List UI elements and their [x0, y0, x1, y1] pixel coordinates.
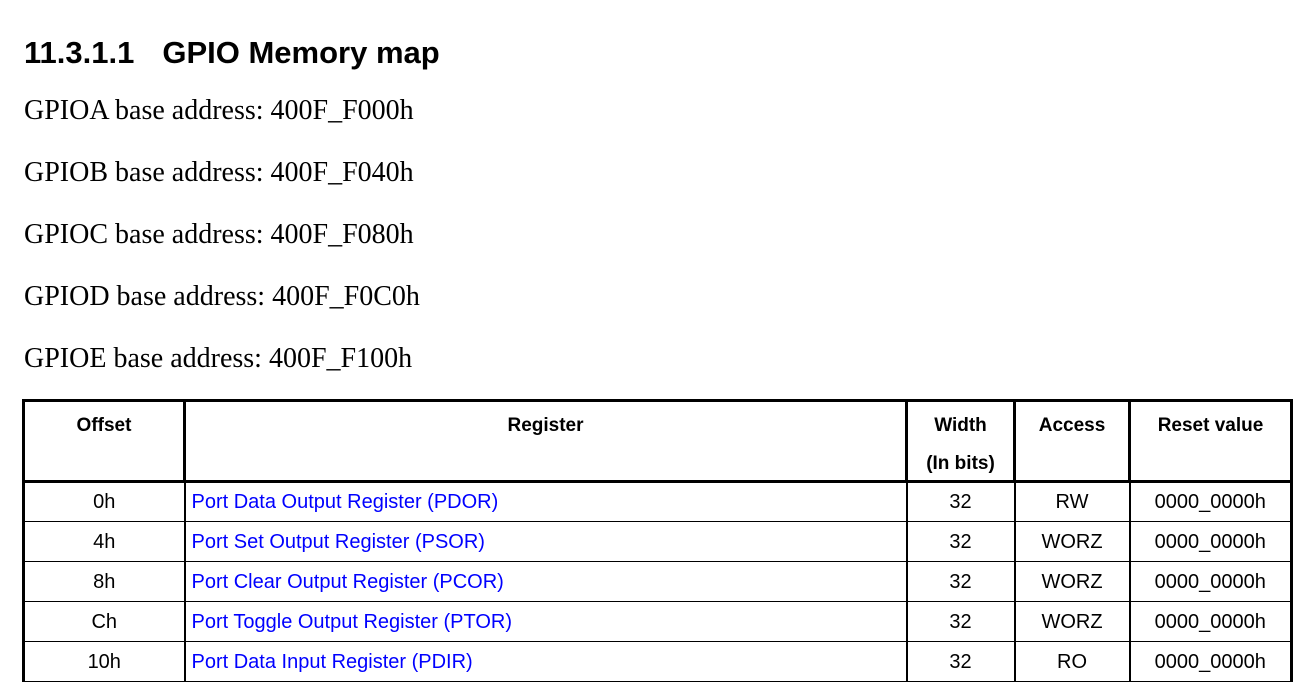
cell-offset: 10h	[23, 641, 186, 682]
cell-offset: Ch	[23, 601, 186, 642]
cell-register: Port Clear Output Register (PCOR)	[184, 561, 908, 602]
cell-register: Port Toggle Output Register (PTOR)	[184, 601, 908, 642]
base-address-line: GPIOD base address: 400F_F0C0h	[24, 281, 420, 312]
column-header-access: Access	[1014, 400, 1131, 483]
section-number: 11.3.1.1	[24, 34, 135, 70]
cell-register: Port Data Output Register (PDOR)	[184, 481, 908, 522]
column-header-register: Register	[184, 400, 908, 483]
base-address-line: GPIOB base address: 400F_F040h	[24, 157, 414, 188]
page-title: 11.3.1.1 GPIO Memory map	[24, 35, 440, 71]
table-header-row: Offset Register Width (In bits) Access Re…	[23, 400, 1292, 483]
cell-width: 32	[906, 641, 1016, 682]
column-header-width: Width (In bits)	[906, 400, 1016, 483]
table-row: 4h Port Set Output Register (PSOR) 32 WO…	[23, 521, 1292, 562]
cell-reset-value: 0000_0000h	[1129, 521, 1292, 562]
cell-reset-value: 0000_0000h	[1129, 561, 1292, 602]
base-address-list: GPIOA base address: 400F_F000h GPIOB bas…	[24, 80, 924, 390]
cell-access: RW	[1014, 481, 1131, 522]
register-link[interactable]: Port Set Output Register (PSOR)	[191, 530, 485, 553]
column-header-reset-value: Reset value	[1129, 400, 1292, 483]
cell-width: 32	[906, 521, 1016, 562]
column-header-width-sub: (In bits)	[926, 453, 995, 474]
base-address-line: GPIOE base address: 400F_F100h	[24, 343, 413, 374]
table-row: 10h Port Data Input Register (PDIR) 32 R…	[23, 641, 1292, 682]
column-header-width-main: Width	[934, 415, 987, 436]
cell-reset-value: 0000_0000h	[1129, 601, 1292, 642]
cell-width: 32	[906, 601, 1016, 642]
register-link[interactable]: Port Clear Output Register (PCOR)	[191, 570, 504, 593]
cell-width: 32	[906, 481, 1016, 522]
cell-reset-value: 0000_0000h	[1129, 481, 1292, 522]
register-link[interactable]: Port Data Input Register (PDIR)	[191, 650, 473, 673]
column-header-offset: Offset	[23, 400, 186, 483]
table-row: Ch Port Toggle Output Register (PTOR) 32…	[23, 601, 1292, 642]
cell-offset: 8h	[23, 561, 186, 602]
table-row: 8h Port Clear Output Register (PCOR) 32 …	[23, 561, 1292, 602]
base-address-line: GPIOC base address: 400F_F080h	[24, 219, 414, 250]
cell-access: WORZ	[1014, 601, 1131, 642]
cell-reset-value: 0000_0000h	[1154, 650, 1266, 673]
gpio-memory-map-table: Offset Register Width (In bits) Access Re…	[22, 399, 1293, 682]
cell-offset: 4h	[23, 521, 186, 562]
cell-access: RO	[1014, 641, 1131, 682]
cell-access: WORZ	[1014, 561, 1131, 602]
cell-access: WORZ	[1014, 521, 1131, 562]
register-link[interactable]: Port Toggle Output Register (PTOR)	[191, 610, 513, 633]
section-title: GPIO Memory map	[162, 34, 440, 70]
cell-offset: 0h	[23, 481, 186, 522]
register-link[interactable]: Port Data Output Register (PDOR)	[191, 491, 499, 513]
cell-register: Port Data Input Register (PDIR)	[184, 641, 908, 682]
cell-width: 32	[906, 561, 1016, 602]
base-address-line: GPIOA base address: 400F_F000h	[24, 95, 414, 126]
cell-register: Port Set Output Register (PSOR)	[184, 521, 908, 562]
table-row: 0h Port Data Output Register (PDOR) 32 R…	[23, 481, 1292, 522]
